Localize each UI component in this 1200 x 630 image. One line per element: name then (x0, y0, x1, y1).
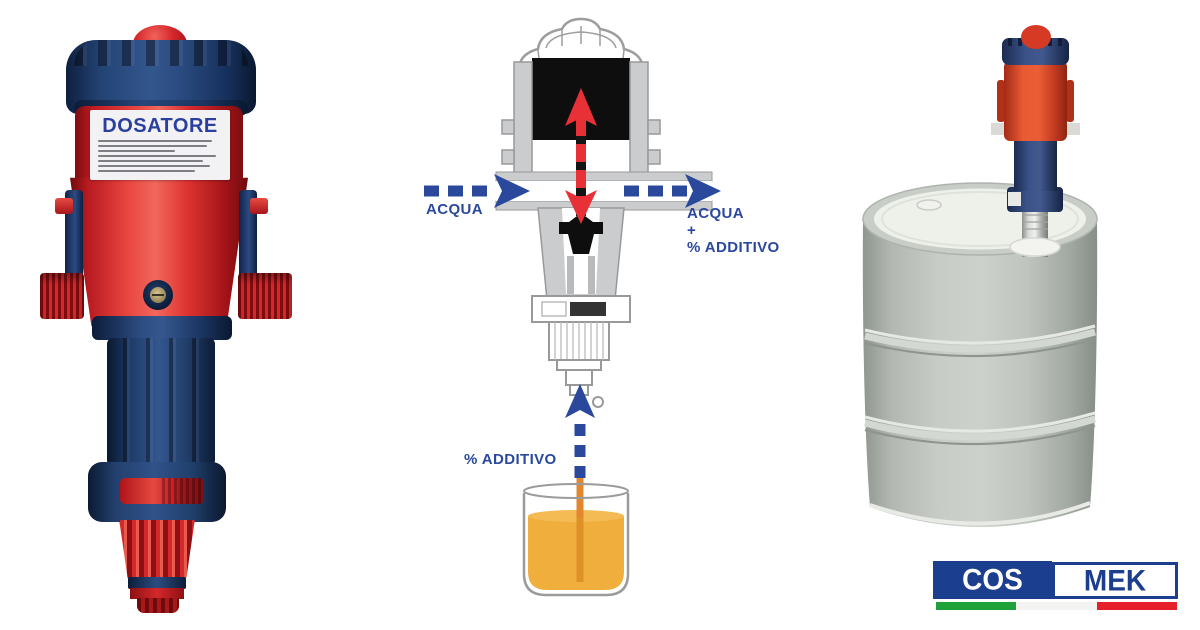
piston-motion-arrow (565, 88, 597, 224)
additive-suction-arrow (565, 384, 595, 480)
pump-lower-navy-band (128, 577, 186, 589)
spec-text-line (98, 140, 213, 142)
label-acqua-inlet: ACQUA (426, 201, 483, 218)
spec-text-line (98, 150, 175, 152)
drum-hoop-upper (864, 324, 1096, 358)
logo-white-box: MEK (1052, 562, 1178, 599)
spec-text-line (98, 160, 204, 162)
outlet-label-line3: % ADDITIVO (687, 239, 780, 256)
label-acqua-additivo-outlet: ACQUA + % ADDITIVO (687, 205, 780, 256)
drum-pump-top-knob (1021, 25, 1051, 49)
pump-threaded-fitting-right (238, 273, 292, 319)
water-inlet-arrow (424, 174, 530, 208)
drum-mounting-collar (1009, 237, 1061, 257)
pump-flange (92, 316, 232, 340)
drum-pump-tab-left (991, 123, 1005, 135)
drum-bottom-highlight (869, 501, 1091, 526)
spec-text-line (98, 145, 208, 147)
pump-thumbscrew-left (55, 198, 73, 214)
drum-body (862, 220, 1098, 527)
operation-diagram (424, 17, 721, 597)
label-additivo: % ADDITIVO (464, 451, 557, 468)
pump-cap-ribs (74, 40, 248, 66)
drum-pump-label-chip (1008, 192, 1021, 206)
additive-beaker (522, 472, 630, 597)
diagram-lower-assembly (531, 295, 631, 408)
pump-label-spec-lines (98, 140, 222, 172)
water-outlet-arrow (624, 174, 721, 208)
additive-liquid (528, 516, 624, 590)
flag-white (1016, 602, 1097, 610)
outlet-label-line1: ACQUA (687, 205, 744, 222)
pump-lower-red-band (130, 588, 184, 599)
drum-pump (991, 25, 1080, 257)
cosmek-logo: COS MEK (933, 556, 1180, 614)
italian-flag-stripe (936, 602, 1177, 610)
flag-red (1096, 602, 1177, 610)
drum-pump-navy-body (1014, 139, 1057, 191)
pump-adjustment-ring (120, 478, 204, 504)
spec-text-line (98, 165, 210, 167)
flag-green (936, 602, 1017, 610)
dosing-pump-photo: DOSATORE (28, 20, 300, 620)
drum-with-pump-photo (862, 25, 1098, 527)
pump-label-title: DOSATORE (102, 115, 218, 137)
diagram-injection-valve (559, 213, 603, 254)
pump-screw-slot (152, 294, 164, 296)
drum-hoop-lower (864, 411, 1096, 446)
pump-column-ribs (107, 338, 215, 466)
pump-suction-column (107, 338, 215, 466)
spec-text-line (98, 170, 195, 172)
pump-thumbscrew-right (250, 198, 268, 214)
logo-text-cos: COS (962, 563, 1023, 596)
logo-text-mek: MEK (1083, 563, 1147, 597)
pump-ring-threads (162, 478, 204, 504)
logo-blue-box: COS (933, 561, 1052, 599)
drum-bung-cap (916, 199, 942, 211)
pump-label: DOSATORE (90, 110, 230, 180)
outlet-label-line2: + (687, 222, 697, 239)
pump-lower-taper (119, 520, 195, 578)
spec-text-line (98, 155, 216, 157)
pump-threaded-fitting-left (40, 273, 84, 319)
pump-suction-nozzle (137, 598, 179, 613)
drum-pump-red-body (1004, 61, 1067, 141)
drum-pump-tab-right (1066, 123, 1080, 135)
